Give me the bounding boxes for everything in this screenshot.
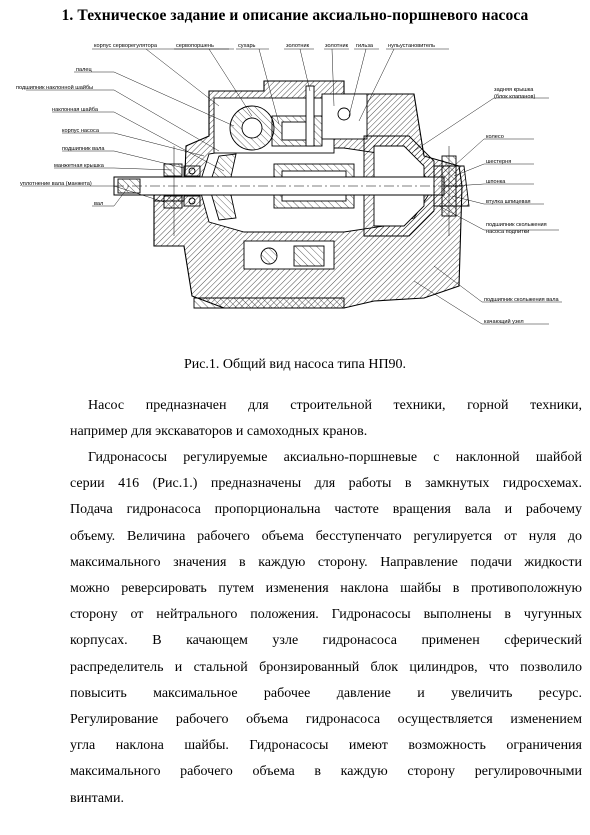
callout-shaft-seal: уплотнение вала (манжета)	[20, 181, 92, 187]
text-line: Гидронасосы регулируемые аксиально-поршн…	[88, 450, 582, 465]
page-title: 1. Техническое задание и описание аксиал…	[61, 7, 529, 24]
text-line: объему. Величина рабочего объема бесступ…	[70, 528, 582, 544]
text-line: серии 416 (Рис.1.) предназначены для раб…	[70, 476, 582, 492]
text-line: Насос предназначен для строительной техн…	[88, 398, 582, 413]
callout-seal-cover: манжетная крышка	[54, 163, 105, 169]
text-line: можно реверсировать путем изменения накл…	[70, 581, 582, 596]
callout-spool-1: золотник	[286, 43, 310, 49]
callout-sleeve: гильза	[356, 43, 374, 49]
callout-servo-piston: сервопоршень	[176, 43, 214, 49]
text-line: максимального значения в каждую сторону.…	[70, 554, 582, 570]
callout-spool-2: золотник	[325, 43, 349, 49]
callout-rear-cover: задняя крышка (блок клапанов)	[494, 87, 535, 100]
callout-shaft-sliding-bearing: подшипник скольжения вала	[484, 297, 560, 303]
text-line: например для экскаваторов и самоходных к…	[70, 424, 368, 440]
callout-slider: сухарь	[238, 43, 256, 49]
callout-shaft: вал	[94, 201, 103, 207]
text-line: Подача гидронасоса пропорциональна часто…	[70, 502, 582, 518]
callout-rotating-group: качающий узел	[484, 318, 524, 325]
callout-swash-bearing: подшипник наклонной шайбы	[16, 84, 93, 91]
callout-wheel: колесо	[486, 134, 504, 140]
text-line: угла наклона шайбы. Гидронасосы имеют во…	[70, 738, 582, 754]
callout-pump-housing: корпус насоса	[62, 128, 100, 134]
text-line: распределитель и стальной бронзированный…	[70, 659, 582, 675]
callout-gear: шестерня	[486, 159, 511, 165]
text-line: сторону от нейтрального положения. Гидро…	[70, 607, 582, 623]
callout-shaft-bearing: подшипник вала	[62, 146, 105, 152]
text-line: корпусах. В качающем узле гидронасоса пр…	[70, 633, 582, 649]
text-line: винтами.	[70, 790, 124, 806]
text-line: Регулирование рабочего объема гидронасос…	[70, 712, 582, 727]
callout-zero-setter: нульустановитель	[388, 43, 435, 49]
callout-boost-bearing: подшипник скольжения насоса подпитки	[486, 222, 548, 235]
callout-swash-plate: наклонная шайба	[52, 106, 99, 113]
callout-servo-housing: корпус сервoрегулятора	[94, 43, 158, 49]
text-line: максимального рабочего объема в каждую с…	[70, 764, 582, 780]
figure-caption: Рис.1. Общий вид насоса типа НП90.	[183, 357, 407, 372]
callout-spline-sleeve: втулка шпицевая	[486, 199, 531, 205]
text-line: повысить максимальное рабочее давление и…	[70, 685, 582, 701]
callout-key: шпонка	[486, 179, 506, 185]
callout-pin: палец	[76, 67, 93, 73]
pump-drawing: корпус сервoрегулятора сервопоршень суха…	[16, 43, 562, 325]
